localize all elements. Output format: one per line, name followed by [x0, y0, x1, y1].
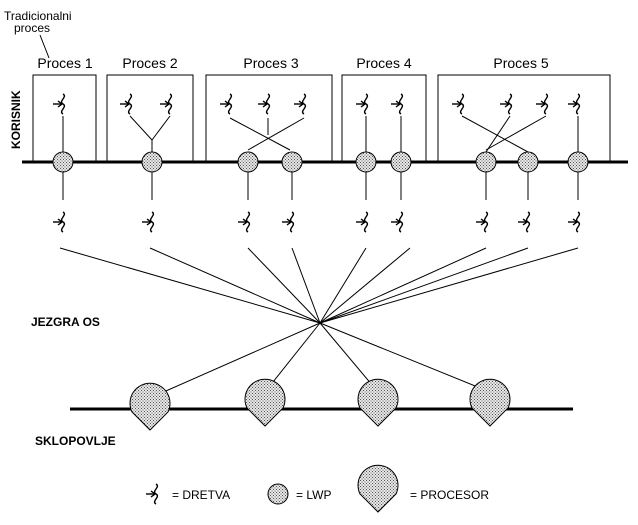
process-box-4: Proces 4	[341, 55, 427, 163]
traditional-label-line1: Tradicionalni	[4, 9, 72, 23]
traditional-pointer	[39, 34, 50, 59]
thread-icon	[258, 93, 271, 115]
legend-thread-label: = DRETVA	[172, 488, 230, 502]
processors	[129, 378, 511, 431]
lwp-circle	[475, 151, 497, 173]
lwp-circle	[355, 151, 377, 173]
lwp-circle	[390, 151, 412, 173]
kernel-label: JEZGRA OS	[31, 315, 100, 329]
thread-icon	[536, 93, 549, 115]
processor-shape	[469, 378, 511, 427]
process-label: Proces 2	[122, 55, 177, 71]
legend: = LWP = PROCESOR = DRETVA	[172, 464, 489, 513]
process-label: Proces 3	[243, 55, 298, 71]
thread-icon	[391, 93, 404, 115]
thread-icon	[53, 211, 66, 233]
lwp-circle	[567, 151, 589, 173]
thread-icon	[282, 211, 295, 233]
legend-lwp-icon	[267, 483, 289, 505]
thread-icon	[500, 93, 513, 115]
legend-processor-icon	[357, 464, 399, 513]
thread-icon	[356, 211, 369, 233]
thread-icon	[391, 211, 404, 233]
process-label: Proces 4	[356, 55, 411, 71]
thread-icon	[356, 93, 369, 115]
thread-icon	[220, 93, 233, 115]
thread-icon	[238, 211, 251, 233]
processor-shape	[244, 378, 286, 427]
thread-icon	[160, 93, 173, 115]
hardware-label: SKLOPOVLJE	[35, 434, 116, 448]
lwp-circle	[141, 151, 163, 173]
thread-icon	[518, 211, 531, 233]
thread-lwp-connections	[62, 115, 579, 154]
thread-icon	[120, 93, 133, 115]
process-box-2: Proces 2	[106, 55, 194, 163]
thread-icon	[294, 93, 307, 115]
process-label: Proces 5	[493, 55, 548, 71]
lwp-circle	[52, 151, 74, 173]
thread-icon	[568, 211, 581, 233]
processor-shape	[129, 382, 171, 431]
user-space-label: KORISNIK	[9, 90, 23, 149]
lwp-kernel-thread-links	[62, 172, 579, 200]
process-box-5: Proces 5	[437, 55, 611, 163]
legend-processor-label: = PROCESOR	[410, 488, 489, 502]
legend-lwp-label: = LWP	[296, 488, 331, 502]
thread-icon	[476, 211, 489, 233]
traditional-label-line2: proces	[14, 21, 50, 35]
lwp-circles	[52, 151, 589, 173]
thread-icon	[53, 93, 66, 115]
legend-thread-icon	[146, 483, 159, 505]
processor-shape	[357, 378, 399, 427]
lwp-circle	[517, 151, 539, 173]
kernel-dispatch-lines	[59, 247, 579, 399]
lwp-circle	[281, 151, 303, 173]
process-label: Proces 1	[37, 55, 92, 71]
thread-icon	[568, 93, 581, 115]
lwp-circle	[237, 151, 259, 173]
process-box-1: Proces 1	[32, 55, 97, 163]
thread-icon	[142, 211, 155, 233]
thread-icon	[452, 93, 465, 115]
